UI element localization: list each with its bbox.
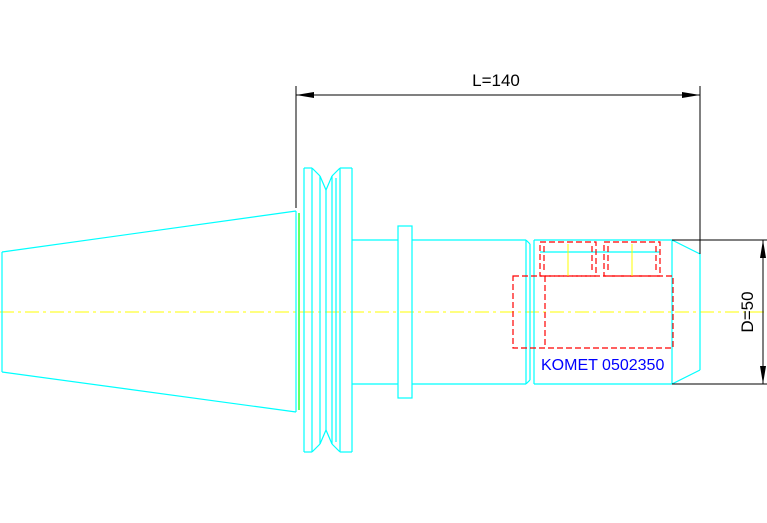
taper-shank (1, 210, 300, 413)
length-dimension-label: L=140 (472, 71, 520, 90)
flange (303, 167, 353, 453)
diameter-dimension (672, 239, 767, 385)
diameter-dimension-label: D=50 (738, 291, 757, 332)
part-label: KOMET 0502350 (541, 357, 664, 374)
hidden-features (512, 241, 674, 349)
body-neck (352, 225, 701, 399)
length-dimension (295, 86, 701, 254)
